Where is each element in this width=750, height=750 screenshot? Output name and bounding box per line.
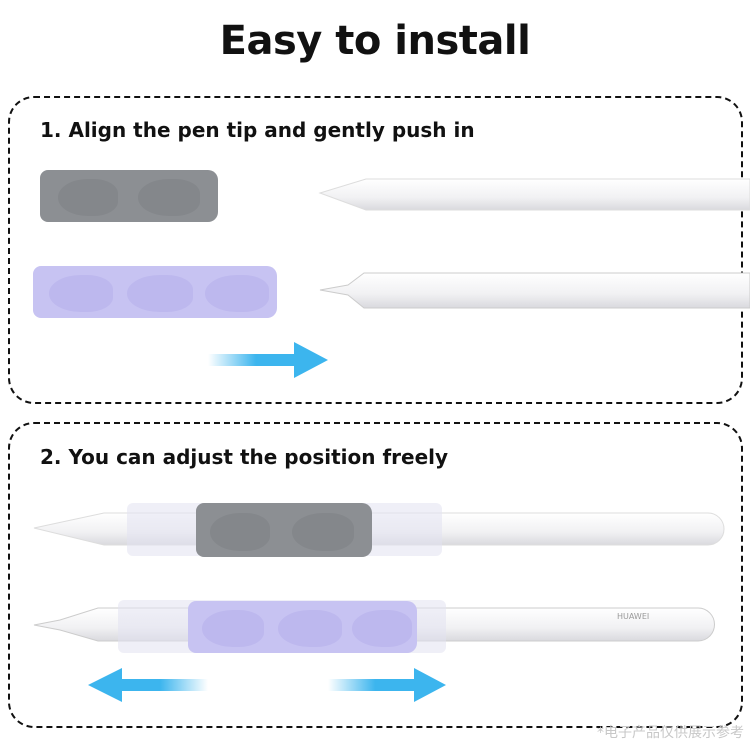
- step-2-panel: [8, 422, 743, 728]
- pencil-1: [318, 178, 750, 211]
- arrow-right-icon: [328, 668, 446, 702]
- lavender-grip: [33, 266, 277, 318]
- page-title: Easy to install: [219, 18, 531, 64]
- step-1-label: 1. Align the pen tip and gently push in: [40, 118, 475, 142]
- grey-grip: [40, 170, 218, 222]
- step-2-label: 2. You can adjust the position freely: [40, 445, 449, 469]
- arrow-right-icon: [208, 342, 328, 378]
- arrow-left-icon: [88, 668, 208, 702]
- grey-grip-installed: [196, 503, 372, 557]
- pencil-2: [319, 272, 750, 309]
- watermark-disclaimer: *电子产品仅供展示参考: [597, 725, 744, 741]
- step-1-panel: [8, 96, 743, 404]
- lavender-grip-installed: [188, 601, 417, 653]
- pen-brand-label: HUAWEI: [617, 612, 650, 621]
